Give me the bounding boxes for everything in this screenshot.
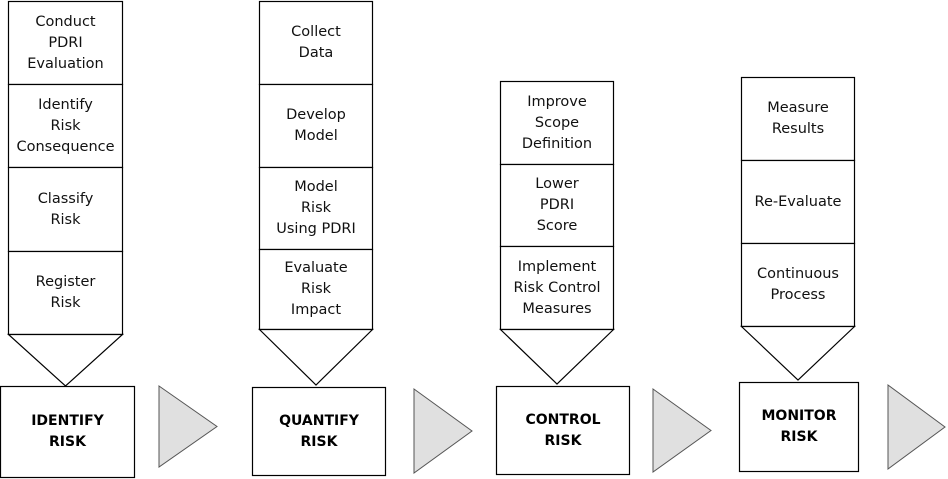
phase-box-control xyxy=(495,385,631,476)
down-chevron-quantify xyxy=(258,328,374,386)
step-box-identify-1 xyxy=(7,0,124,86)
step-box-control-1 xyxy=(499,80,615,166)
down-chevron-control xyxy=(499,328,615,385)
step-label-monitor-2: Re-Evaluate xyxy=(754,193,842,210)
flow-arrow-4 xyxy=(887,384,946,470)
phase-label-identify: IDENTIFY RISK xyxy=(31,413,104,450)
down-chevron-identify xyxy=(6,333,125,387)
step-label-identify-3: Classify Risk xyxy=(37,190,94,228)
step-label-quantify-3: Model Risk Using PDRI xyxy=(276,179,356,237)
flow-arrow-3 xyxy=(652,388,712,473)
step-label-monitor-3: Continuous Process xyxy=(757,266,839,303)
down-chevron-monitor xyxy=(739,325,857,381)
step-label-identify-2: Identify Risk Consequence xyxy=(16,96,115,155)
step-label-quantify-1: Collect Data xyxy=(291,24,341,61)
phase-label-quantify: QUANTIFY RISK xyxy=(279,412,359,450)
step-label-identify-1: Conduct PDRI Evaluation xyxy=(27,13,104,72)
step-label-control-3: Implement Risk Control Measures xyxy=(513,258,601,317)
step-box-identify-3 xyxy=(7,166,124,253)
step-box-control-2 xyxy=(499,163,615,248)
step-box-quantify-2 xyxy=(258,83,374,169)
phase-box-monitor xyxy=(738,381,860,473)
flow-arrow-2 xyxy=(413,388,473,474)
step-label-quantify-4: Evaluate Risk Impact xyxy=(284,260,348,318)
step-box-identify-2 xyxy=(7,83,124,169)
step-box-monitor-3 xyxy=(740,242,856,328)
step-box-quantify-3 xyxy=(258,166,374,251)
phase-label-control: CONTROL RISK xyxy=(525,411,601,449)
step-label-monitor-1: Measure Results xyxy=(767,100,829,137)
step-label-identify-4: Register Risk xyxy=(35,274,96,311)
phase-label-monitor: MONITOR RISK xyxy=(761,408,837,445)
flow-arrow-1 xyxy=(158,385,218,468)
step-box-monitor-2 xyxy=(740,159,856,245)
step-box-quantify-4 xyxy=(258,248,374,331)
step-box-identify-4 xyxy=(7,250,124,336)
phase-box-identify xyxy=(0,385,136,479)
step-label-control-1: Improve Scope Definition xyxy=(521,93,593,152)
step-label-quantify-2: Develop Model xyxy=(286,107,346,144)
phase-box-quantify xyxy=(251,386,387,477)
step-label-control-2: Lower PDRI Score xyxy=(535,176,579,234)
step-box-quantify-1 xyxy=(258,0,374,86)
